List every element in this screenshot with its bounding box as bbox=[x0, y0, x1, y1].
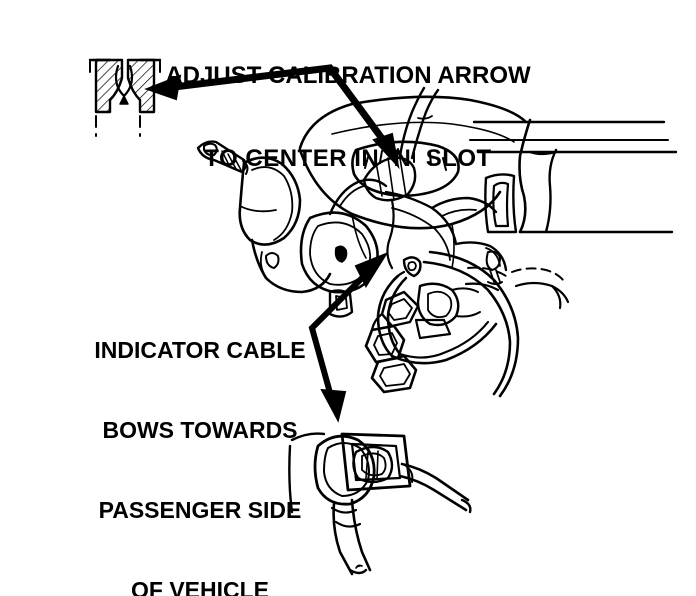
instrument-cluster bbox=[298, 95, 528, 269]
n-slot-detail bbox=[88, 58, 162, 137]
callout-line: BOWS TOWARDS bbox=[102, 417, 298, 444]
callout-line: INDICATOR CABLE bbox=[94, 337, 306, 364]
cable-end-detail bbox=[288, 432, 472, 576]
dash-panel bbox=[469, 118, 678, 234]
wiring-harness bbox=[464, 266, 570, 310]
calibration-arrow-leader bbox=[144, 64, 400, 170]
steering-column-shaft bbox=[196, 140, 249, 175]
column-support-bracket bbox=[414, 282, 481, 340]
adjust-calibration-arrow-callout: ADJUST CALIBRATION ARROW TO CENTER IN N … bbox=[0, 6, 696, 229]
shift-mechanism-linkage bbox=[384, 190, 508, 285]
cable-clip bbox=[364, 290, 420, 394]
indicator-cable-bow-callout: INDICATOR CABLE BOWS TOWARDS PASSENGER S… bbox=[82, 284, 318, 596]
callout-line: TO CENTER IN N SLOT bbox=[204, 145, 492, 173]
shift-tube-lever bbox=[362, 86, 440, 270]
callout-line: ADJUST CALIBRATION ARROW bbox=[165, 61, 531, 89]
indicator-cable-leader bbox=[308, 251, 389, 423]
callout-line: PASSENGER SIDE bbox=[98, 497, 302, 524]
callout-line: OF VEHICLE bbox=[130, 577, 269, 596]
